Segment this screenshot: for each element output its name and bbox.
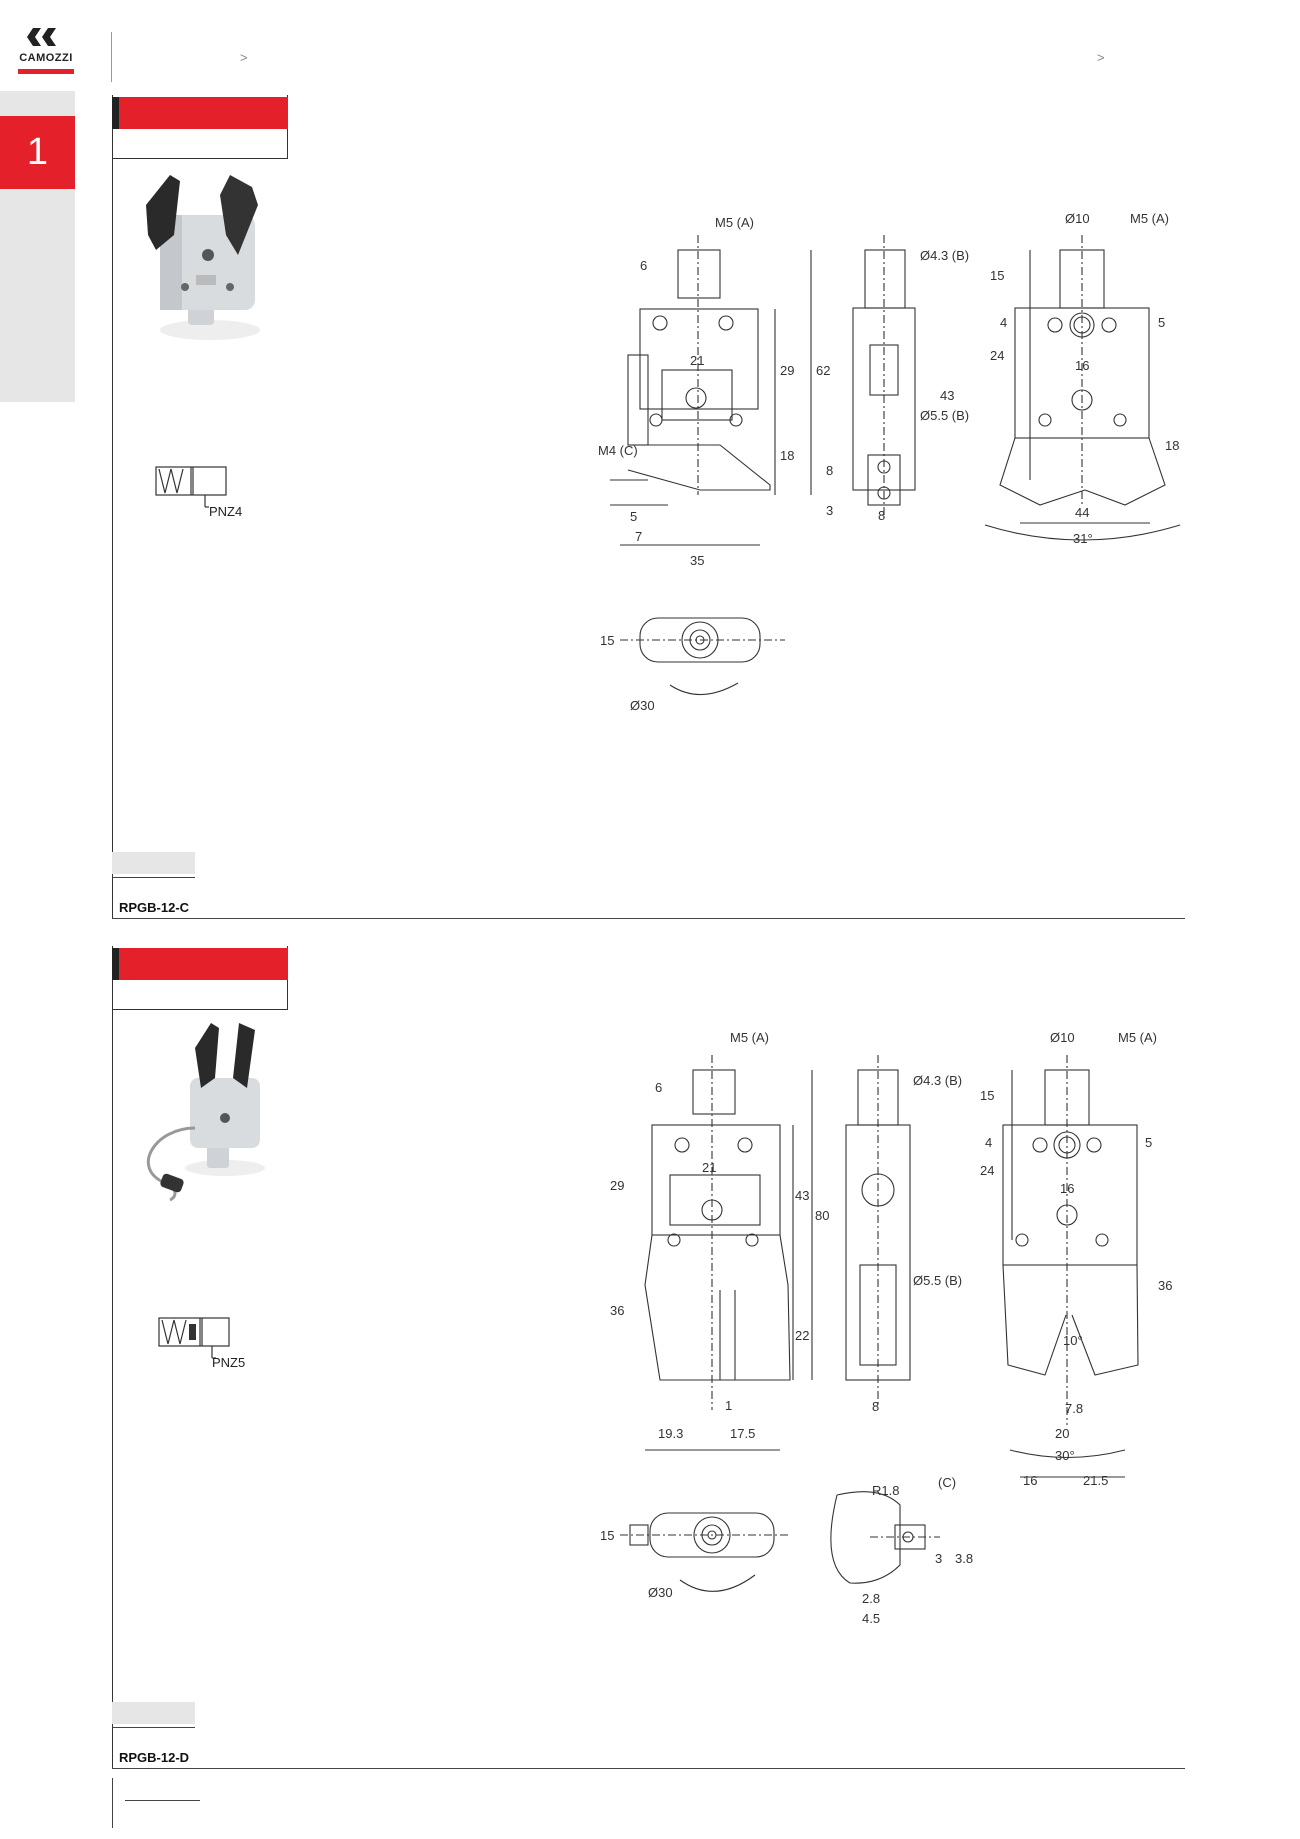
dim-label: 20 bbox=[1055, 1426, 1069, 1441]
section-2-code-tab bbox=[112, 1702, 195, 1724]
dim-label: 31° bbox=[1073, 531, 1093, 546]
dim-label: 4 bbox=[1000, 315, 1007, 330]
logo-text: CAMOZZI bbox=[19, 52, 73, 64]
technical-drawing-rpgb-12-c: M5 (A) 6 21 29 62 18 M4 (C) 5 7 35 Ø4.3 … bbox=[598, 211, 1181, 713]
camozzi-logo bbox=[14, 24, 78, 76]
dim-label: 24 bbox=[990, 348, 1004, 363]
dim-label: M4 (C) bbox=[598, 443, 638, 458]
dim-label: 6 bbox=[655, 1080, 662, 1095]
symbol-label-pnz5: PNZ5 bbox=[212, 1355, 246, 1370]
dim-label: 5 bbox=[1158, 315, 1165, 330]
dim-label: 80 bbox=[815, 1208, 829, 1223]
dim-label: 8 bbox=[878, 508, 885, 523]
header-divider bbox=[111, 32, 112, 82]
dim-label: 18 bbox=[1165, 438, 1179, 453]
dim-label: Ø5.5 (B) bbox=[913, 1273, 962, 1288]
section-1-code-tab bbox=[112, 852, 195, 874]
dim-label: 22 bbox=[795, 1328, 809, 1343]
dim-label: 36 bbox=[1158, 1278, 1172, 1293]
section-2-left-border bbox=[112, 946, 113, 1769]
section-2-code-rule bbox=[112, 1727, 195, 1728]
dim-label: M5 (A) bbox=[1118, 1030, 1157, 1045]
dim-label: 21 bbox=[690, 353, 704, 368]
section-2-bottom-rule bbox=[112, 1768, 1185, 1769]
dim-label: 8 bbox=[872, 1399, 879, 1414]
dim-label: 4.5 bbox=[862, 1611, 880, 1626]
breadcrumb-separator-1: > bbox=[240, 50, 248, 65]
section-1-left-border bbox=[112, 95, 113, 918]
dim-label: 7 bbox=[635, 529, 642, 544]
dim-label: 3 bbox=[826, 503, 833, 518]
section-1-title-cap bbox=[112, 97, 119, 129]
dim-label: M5 (A) bbox=[1130, 211, 1169, 226]
section-1-title-bar bbox=[119, 97, 288, 129]
dim-label: Ø4.3 (B) bbox=[913, 1073, 962, 1088]
dim-label: 2.8 bbox=[862, 1591, 880, 1606]
dim-label: 1 bbox=[725, 1398, 732, 1413]
dim-label: 8 bbox=[826, 463, 833, 478]
dim-label: 15 bbox=[980, 1088, 994, 1103]
dim-label: Ø10 bbox=[1065, 211, 1090, 226]
dim-label: 6 bbox=[640, 258, 647, 273]
dim-label: 35 bbox=[690, 553, 704, 568]
breadcrumb-separator-2: > bbox=[1097, 50, 1105, 65]
chapter-tab[interactable]: 1 bbox=[0, 116, 75, 189]
dim-label: M5 (A) bbox=[730, 1030, 769, 1045]
dim-label: 16 bbox=[1060, 1181, 1074, 1196]
pneumatic-symbol-pnz5 bbox=[158, 1317, 230, 1359]
logo-mark-icon bbox=[27, 28, 56, 46]
dim-label: 16 bbox=[1075, 358, 1089, 373]
dim-label: 44 bbox=[1075, 505, 1089, 520]
section-1-bottom-rule bbox=[112, 918, 1185, 919]
dim-label: 10° bbox=[1063, 1333, 1083, 1348]
dim-label: 36 bbox=[610, 1303, 624, 1318]
dim-label: 43 bbox=[940, 388, 954, 403]
dim-label: 4 bbox=[985, 1135, 992, 1150]
footer-rule bbox=[125, 1800, 200, 1801]
dim-label: 3.8 bbox=[955, 1551, 973, 1566]
symbol-label-pnz4: PNZ4 bbox=[209, 504, 243, 519]
dim-label: 17.5 bbox=[730, 1426, 755, 1441]
dim-label: Ø4.3 (B) bbox=[920, 248, 969, 263]
section-1-code-rule bbox=[112, 877, 195, 878]
product-image-rpgb-12-d bbox=[146, 1023, 265, 1202]
footer-left-border bbox=[112, 1778, 113, 1828]
product-code-rpgb-12-d: RPGB-12-D bbox=[119, 1750, 190, 1765]
dim-label: 15 bbox=[600, 1528, 614, 1543]
dim-label: 18 bbox=[780, 448, 794, 463]
dim-label: 15 bbox=[990, 268, 1004, 283]
dim-label: 29 bbox=[780, 363, 794, 378]
dim-label: M5 (A) bbox=[715, 215, 754, 230]
dim-label: 43 bbox=[795, 1188, 809, 1203]
dim-label: 15 bbox=[600, 633, 614, 648]
dim-label: Ø30 bbox=[648, 1585, 673, 1600]
dim-label: 16 bbox=[1023, 1473, 1037, 1488]
dim-label: 29 bbox=[610, 1178, 624, 1193]
dim-label: R1.8 bbox=[872, 1483, 899, 1498]
dim-label: 3 bbox=[935, 1551, 942, 1566]
pneumatic-symbol-pnz4 bbox=[155, 466, 227, 508]
logo-red-bar bbox=[18, 69, 74, 74]
dim-label: Ø10 bbox=[1050, 1030, 1075, 1045]
dim-label: 5 bbox=[1145, 1135, 1152, 1150]
product-image-rpgb-12-c bbox=[146, 175, 260, 340]
section-2-title-cap bbox=[112, 948, 119, 980]
section-2-title-bar bbox=[119, 948, 288, 980]
dim-label: Ø30 bbox=[630, 698, 655, 713]
dim-label: 24 bbox=[980, 1163, 994, 1178]
dim-label: 21 bbox=[702, 1160, 716, 1175]
dim-label: 7.8 bbox=[1065, 1401, 1083, 1416]
dim-label: Ø5.5 (B) bbox=[920, 408, 969, 423]
technical-drawing-rpgb-12-d: M5 (A) 6 21 29 43 80 36 22 1 19.3 17.5 Ø… bbox=[600, 1030, 1172, 1626]
dim-label: 62 bbox=[816, 363, 830, 378]
dim-label: (C) bbox=[938, 1475, 956, 1490]
dim-label: 19.3 bbox=[658, 1426, 683, 1441]
product-code-rpgb-12-c: RPGB-12-C bbox=[119, 900, 190, 915]
dim-label: 21.5 bbox=[1083, 1473, 1108, 1488]
dim-label: 5 bbox=[630, 509, 637, 524]
dim-label: 30° bbox=[1055, 1448, 1075, 1463]
